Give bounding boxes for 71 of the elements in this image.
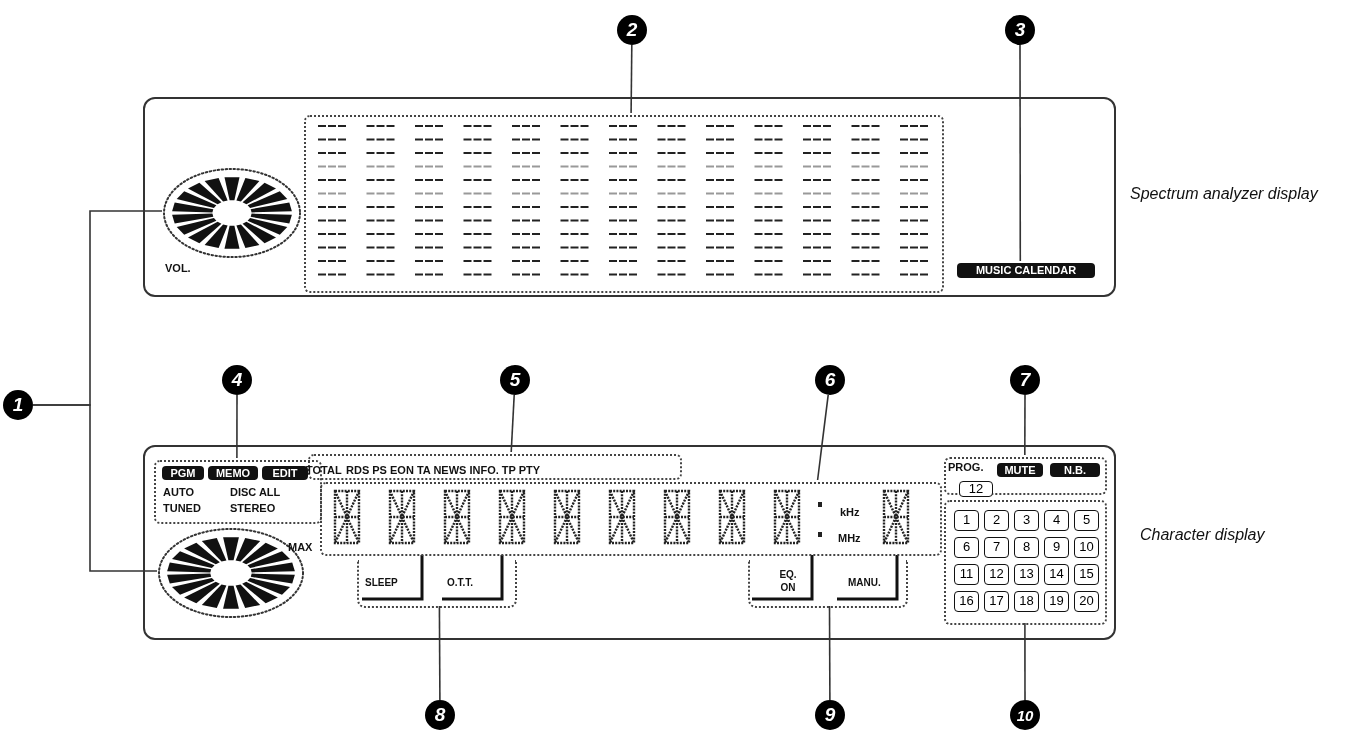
- track-number: 13: [1014, 564, 1039, 585]
- leader-line: [630, 44, 633, 114]
- indicator-badge: MUSIC CALENDAR: [957, 263, 1095, 278]
- track-number: 7: [984, 537, 1009, 558]
- callout-number: 9: [815, 700, 845, 730]
- indicator-label: PROG.: [948, 461, 984, 474]
- indicator-label: RDS PS EON TA NEWS INFO. TP PTY: [346, 464, 541, 477]
- indicator-label: AUTO: [163, 486, 194, 499]
- leader-line: [438, 605, 441, 701]
- track-number: 6: [954, 537, 979, 558]
- indicator-label: DISC ALL: [230, 486, 281, 499]
- leader-line: [510, 394, 515, 453]
- track-number: 12: [959, 481, 993, 497]
- indicator-label: STEREO: [230, 502, 276, 515]
- indicator-badge: MUTE: [997, 463, 1043, 477]
- indicator-label: TUNED: [163, 502, 201, 515]
- leader-line: [1019, 44, 1022, 262]
- leader-line: [816, 394, 829, 481]
- track-number: 5: [1074, 510, 1099, 531]
- panel-heading: Character display: [1140, 525, 1265, 545]
- callout-number: 5: [500, 365, 530, 395]
- indicator-label: MAX: [288, 541, 313, 554]
- track-number: 12: [984, 564, 1009, 585]
- dotted-outline: [748, 560, 908, 608]
- track-number: 9: [1044, 537, 1069, 558]
- callout-number: 2: [617, 15, 647, 45]
- dotted-outline: [304, 115, 944, 293]
- callout-number: 1: [3, 390, 33, 420]
- leader-line: [236, 394, 238, 459]
- dotted-outline: [320, 482, 942, 556]
- indicator-label: SLEEP: [365, 576, 398, 589]
- indicator-label: kHz: [840, 506, 860, 519]
- dotted-outline: [944, 500, 1107, 625]
- dotted-outline: [308, 454, 682, 480]
- indicator-label: MHz: [838, 532, 861, 545]
- track-number: 3: [1014, 510, 1039, 531]
- track-number: 17: [984, 591, 1009, 612]
- track-number: 11: [954, 564, 979, 585]
- track-number: 1: [954, 510, 979, 531]
- callout-number: 7: [1010, 365, 1040, 395]
- track-number: 14: [1044, 564, 1069, 585]
- indicator-label: VOL.: [165, 262, 191, 275]
- leader-line: [32, 404, 158, 572]
- leader-line: [1024, 622, 1026, 701]
- dotted-outline: [944, 457, 1107, 495]
- callout-number: 6: [815, 365, 845, 395]
- volume-level-indicator: [162, 167, 302, 259]
- track-number: 16: [954, 591, 979, 612]
- indicator-label: EQ. ON: [778, 568, 798, 594]
- callout-number: 4: [222, 365, 252, 395]
- indicator-label: O.T.T.: [447, 576, 474, 589]
- track-number: 20: [1074, 591, 1099, 612]
- indicator-badge: PGM: [162, 466, 204, 480]
- leader-line: [828, 605, 831, 701]
- track-number: 10: [1074, 537, 1099, 558]
- track-number: 15: [1074, 564, 1099, 585]
- track-number: 8: [1014, 537, 1039, 558]
- indicator-label: MANU.: [848, 576, 881, 589]
- track-number: 19: [1044, 591, 1069, 612]
- track-number: 4: [1044, 510, 1069, 531]
- indicator-badge: N.B.: [1050, 463, 1100, 477]
- leader-line: [1024, 394, 1026, 456]
- indicator-badge: MEMO: [208, 466, 258, 480]
- track-number: 2: [984, 510, 1009, 531]
- track-number: 18: [1014, 591, 1039, 612]
- callout-number: 10: [1010, 700, 1040, 730]
- indicator-badge: EDIT: [262, 466, 308, 480]
- callout-number: 3: [1005, 15, 1035, 45]
- callout-number: 8: [425, 700, 455, 730]
- panel-heading: Spectrum analyzer display: [1130, 184, 1318, 204]
- dotted-outline: [357, 560, 517, 608]
